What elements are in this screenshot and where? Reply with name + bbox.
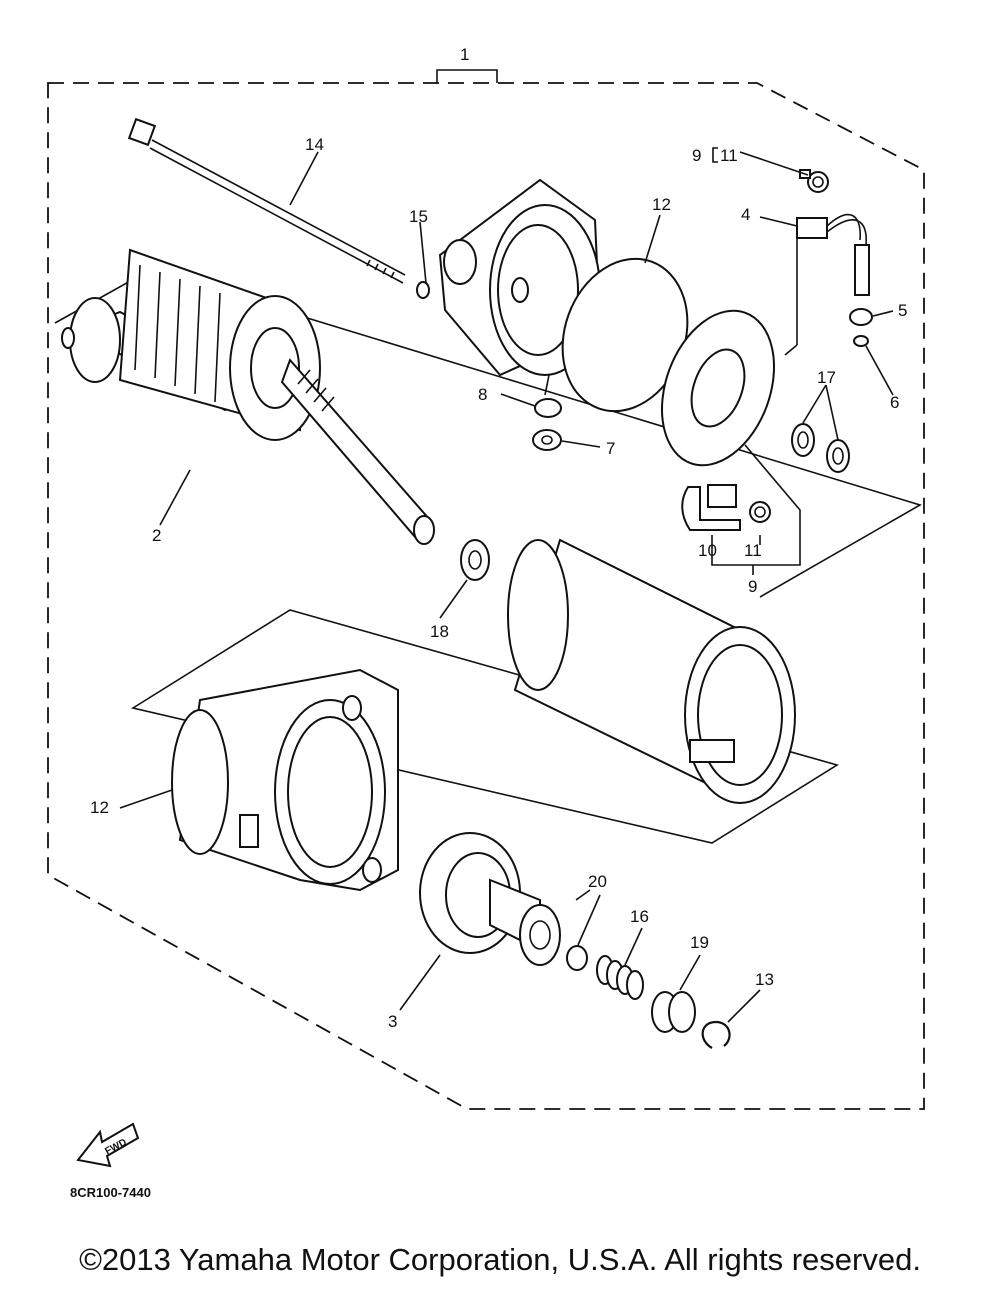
label-part-7: 7 [606, 439, 615, 458]
label-part-6: 6 [890, 393, 899, 412]
label-part-4: 4 [741, 205, 750, 224]
brush-plate-part [660, 309, 776, 467]
label-part-12-left: 12 [90, 798, 109, 817]
label-part-1: 1 [460, 45, 469, 64]
front-bracket-part [171, 668, 399, 892]
pinion-washer-part [566, 945, 588, 971]
label-part-11-top: 11 [720, 146, 738, 165]
starter-motor-exploded-diagram: 1 14 15 12 9 11 4 5 6 17 8 7 2 10 11 9 1… [47, 45, 925, 1200]
fwd-arrow-icon: FWD [76, 1122, 140, 1168]
label-part-15: 15 [409, 207, 428, 226]
pinion-spring-part [596, 955, 644, 1000]
terminal-nut-part [849, 308, 873, 326]
label-part-9-top: 9 [692, 146, 701, 165]
pinion-clutch-part [419, 832, 561, 966]
stopper-collar-part [651, 991, 696, 1033]
through-bolt-part [127, 117, 406, 284]
armature-part [61, 248, 435, 545]
label-part-5: 5 [898, 301, 907, 320]
brush-spring-lower-part [749, 501, 771, 523]
washer-nut-part [534, 398, 562, 418]
label-part-16: 16 [630, 907, 649, 926]
label-part-10: 10 [698, 541, 717, 560]
label-part-20: 20 [588, 872, 607, 891]
label-part-8: 8 [478, 385, 487, 404]
label-part-19: 19 [690, 933, 709, 952]
label-part-18: 18 [430, 622, 449, 641]
washers-part [791, 423, 850, 473]
label-part-17: 17 [817, 368, 836, 387]
circlip-part [701, 1020, 731, 1049]
label-part-2: 2 [152, 526, 161, 545]
copyright-notice: ©2013 Yamaha Motor Corporation, U.S.A. A… [79, 1242, 921, 1277]
label-part-9-bottom: 9 [748, 577, 757, 596]
label-part-12-top: 12 [652, 195, 671, 214]
label-part-11-bottom: 11 [744, 541, 762, 560]
leader-lines [119, 147, 894, 1023]
label-part-13: 13 [755, 970, 774, 989]
label-part-3: 3 [388, 1012, 397, 1031]
assembly-boundary [47, 69, 925, 1110]
label-part-14: 14 [305, 135, 324, 154]
yoke-housing-part [507, 538, 796, 804]
shaft-washer-part [460, 539, 490, 581]
drawing-code: 8CR100-7440 [70, 1185, 151, 1200]
o-ring-part [416, 281, 430, 299]
terminal-o-ring-part [853, 335, 869, 347]
terminal-lead-part [784, 213, 870, 356]
brush-holder-part [681, 484, 741, 531]
background-panels [54, 269, 922, 844]
hex-nut-part [532, 429, 562, 451]
